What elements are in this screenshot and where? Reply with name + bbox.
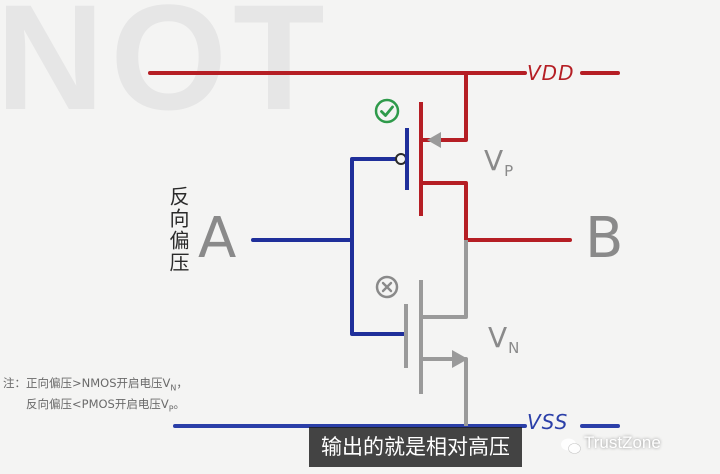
nmos-drain-path [421, 240, 468, 319]
note-line-1-sub: N [170, 383, 177, 393]
nmos-arrow [452, 350, 468, 368]
background-title: NOT [0, 0, 331, 141]
check-circle-icon [374, 98, 400, 124]
input-node-label: A [198, 206, 237, 271]
nmos-voltage-main: V [488, 321, 508, 354]
pmos-arrow [427, 132, 441, 148]
watermark: TrustZone [584, 433, 661, 452]
subtitle-caption: 输出的就是相对高压 [309, 427, 522, 467]
vss-label: VSS [527, 410, 569, 434]
nmos-source-path [421, 357, 468, 426]
note-line-2-text: 反向偏压<PMOS开启电压V [26, 397, 169, 411]
pmos-voltage-sub: P [504, 162, 514, 180]
pmos-voltage-main: V [484, 144, 504, 177]
cross-circle-icon [375, 275, 399, 299]
note-line-1-text: 注：正向偏压>NMOS开启电压V [3, 376, 171, 390]
vdd-label: VDD [527, 61, 575, 85]
note-line-2-end: 。 [173, 397, 186, 411]
input-wire [251, 157, 406, 336]
pmos-drain-path [419, 181, 572, 242]
pmos-voltage-label: VP [484, 147, 513, 179]
note-line-2: 反向偏压<PMOS开启电压VP。 [26, 394, 185, 419]
pmos-gate-bubble [395, 153, 407, 165]
note-line-1-end: ， [176, 376, 188, 390]
note-line-2-sub: P [168, 404, 174, 414]
pmos-source-path [421, 73, 468, 142]
bias-label: 反向偏压 [166, 186, 190, 274]
note-line-1: 注：正向偏压>NMOS开启电压VN， [3, 373, 188, 398]
nmos-voltage-sub: N [508, 339, 520, 357]
output-node-label: B [585, 206, 624, 271]
nmos-voltage-label: VN [488, 324, 519, 356]
wechat-icon [561, 438, 581, 454]
